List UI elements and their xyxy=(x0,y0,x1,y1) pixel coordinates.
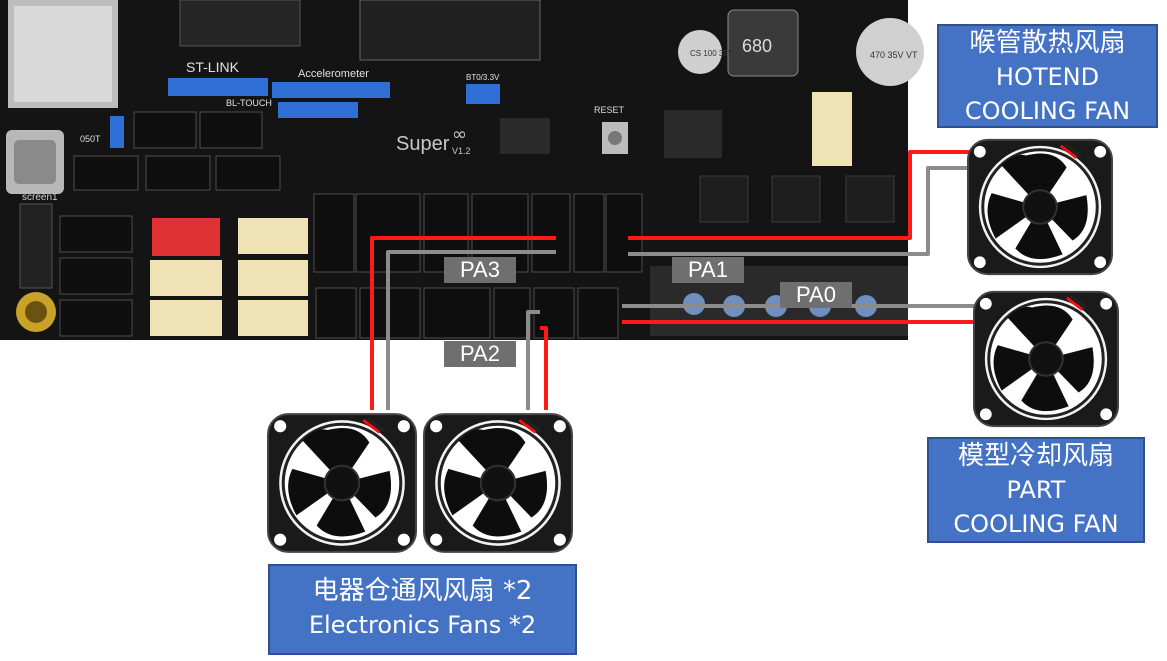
fuse-label: 050T xyxy=(80,134,101,144)
pa1-negative-wire xyxy=(628,166,978,256)
reset-label: RESET xyxy=(594,105,625,115)
electronics-fans-title-zh: 电器仓通风风扇 *2 xyxy=(312,576,533,606)
pa3-negative-wire xyxy=(386,250,556,410)
accelerometer-label: Accelerometer xyxy=(298,68,369,80)
pin-label-pa1: PA1 xyxy=(672,257,744,283)
pin-label-pa3: PA3 xyxy=(444,257,516,283)
pin-label-pa2: PA2 xyxy=(444,341,516,367)
cream-connector xyxy=(812,92,852,166)
svg-text:∞: ∞ xyxy=(452,124,467,145)
hotend-fan-callout: 喉管散热风扇 HOTEND COOLING FAN xyxy=(937,24,1158,128)
part-fan-callout: 模型冷却风扇 PART COOLING FAN xyxy=(927,437,1145,543)
pa2-negative-wire xyxy=(526,310,540,410)
part-fan-title-en-1: PART xyxy=(1006,476,1066,504)
hotend-fan-title-en-1: HOTEND xyxy=(995,63,1100,91)
inductor-label: 680 xyxy=(742,36,772,56)
st-link-header xyxy=(168,78,268,96)
brand-logo: Super xyxy=(396,133,450,155)
part-fan-title-zh: 模型冷却风扇 xyxy=(957,441,1114,471)
accelerometer-header xyxy=(272,82,390,98)
hotend-fan-icon xyxy=(966,138,1114,276)
hotend-fan-title-en-2: COOLING FAN xyxy=(964,97,1131,125)
electronics-fan-2-icon xyxy=(422,412,574,554)
version-label: V1.2 xyxy=(452,146,471,156)
pin-label-pa0: PA0 xyxy=(780,282,852,308)
mcu-chip xyxy=(359,0,541,61)
pa3-positive-wire xyxy=(370,236,556,410)
electronics-fans-callout: 电器仓通风风扇 *2 Electronics Fans *2 xyxy=(268,564,577,655)
svg-text:470 35V VT: 470 35V VT xyxy=(870,50,918,60)
screen-label: screen1 xyxy=(22,192,58,203)
pa1-positive-wire xyxy=(628,150,978,240)
red-connector xyxy=(152,218,220,256)
electronics-fan-1-icon xyxy=(266,412,418,554)
part-fan-title-en-2: COOLING FAN xyxy=(953,510,1119,538)
st-link-label: ST-LINK xyxy=(186,59,240,75)
bt0-jumper xyxy=(466,84,500,104)
hotend-fan-title-zh: 喉管散热风扇 xyxy=(969,28,1126,58)
bt0-label: BT0/3.3V xyxy=(466,73,500,82)
small-capacitor xyxy=(678,30,722,74)
large-capacitor xyxy=(856,18,924,86)
fan-wires xyxy=(370,150,978,410)
controller-board: screen1 ST-LINK Accelerometer BL-TOUCH 0… xyxy=(0,0,924,340)
pa2-positive-wire xyxy=(540,326,548,410)
part-cooling-fan-icon xyxy=(972,290,1120,428)
svg-text:CS 100 35V: CS 100 35V xyxy=(690,49,734,58)
electronics-fans-title-en: Electronics Fans *2 xyxy=(308,611,537,639)
bl-touch-label: BL-TOUCH xyxy=(226,98,272,108)
